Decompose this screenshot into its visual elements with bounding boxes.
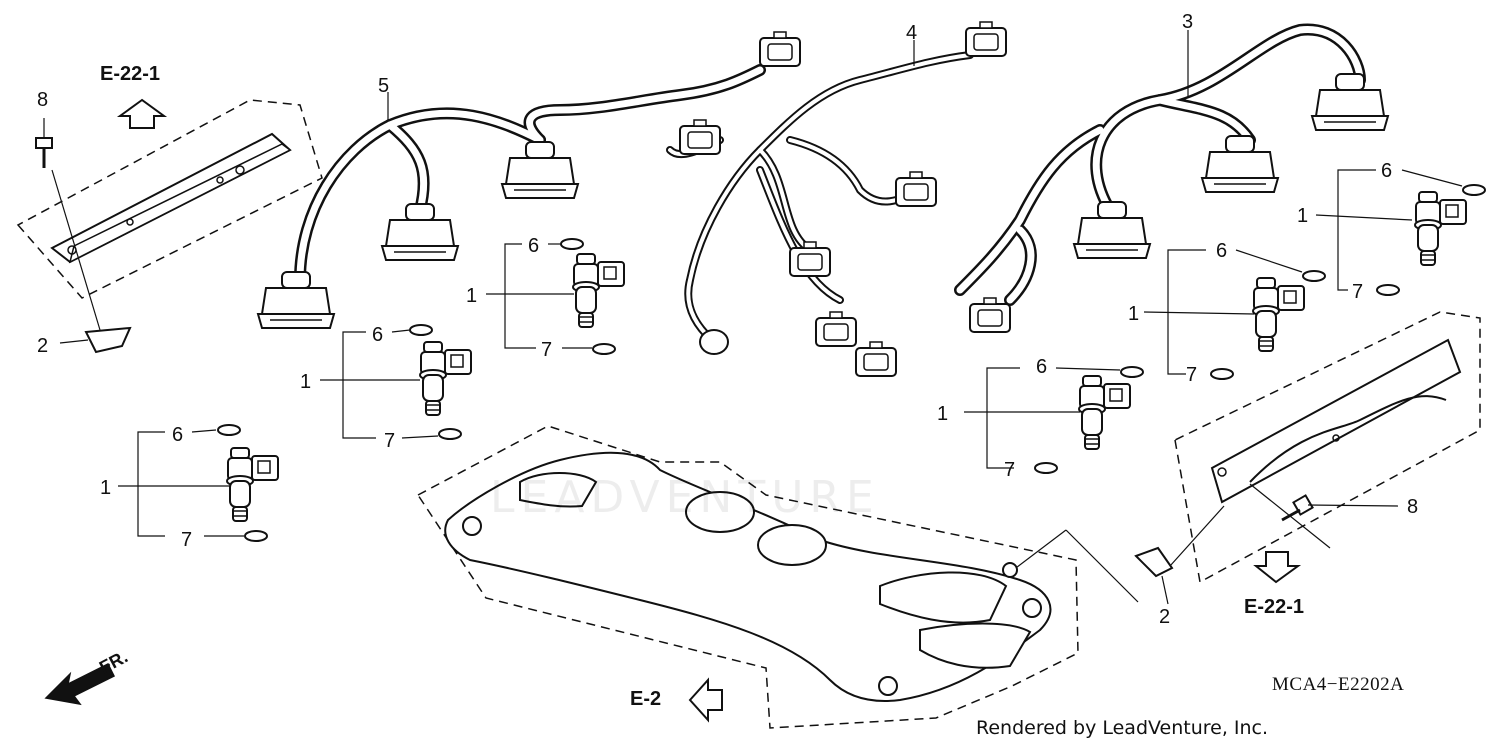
callout-6: 6 <box>528 235 540 257</box>
callout-7: 7 <box>181 529 193 551</box>
callout-1: 1 <box>466 285 478 307</box>
callout-6: 6 <box>1381 160 1393 182</box>
callout-7: 7 <box>1186 364 1198 386</box>
callout-6: 6 <box>372 324 384 346</box>
callout-1: 1 <box>300 371 312 393</box>
callout-5: 5 <box>378 75 390 97</box>
callout-6: 6 <box>1036 356 1048 378</box>
callout-1: 1 <box>1297 205 1309 227</box>
callout-1: 1 <box>937 403 949 425</box>
callout-2: 2 <box>1159 606 1171 628</box>
ref-label-e-2: E-2 <box>630 688 662 710</box>
callout-6: 6 <box>172 424 184 446</box>
credit-text: Rendered by LeadVenture, Inc. <box>976 717 1269 739</box>
callout-6: 6 <box>1216 240 1228 262</box>
watermark: LEADVENTURE <box>490 472 880 523</box>
callout-7: 7 <box>1004 459 1016 481</box>
callout-7: 7 <box>1352 281 1364 303</box>
callout-4: 4 <box>906 22 918 44</box>
callout-7: 7 <box>384 430 396 452</box>
callout-7: 7 <box>541 339 553 361</box>
callout-1: 1 <box>1128 303 1140 325</box>
diagram-code: MCA4−E2202A <box>1272 674 1405 695</box>
ref-label-e-22-1-top: E-22-1 <box>100 63 161 85</box>
ref-label-e-22-1-bottom: E-22-1 <box>1244 596 1305 618</box>
callout-8: 8 <box>37 89 49 111</box>
callout-2: 2 <box>37 335 49 357</box>
callout-3: 3 <box>1182 11 1194 33</box>
callout-8: 8 <box>1407 496 1419 518</box>
callout-1: 1 <box>100 477 112 499</box>
